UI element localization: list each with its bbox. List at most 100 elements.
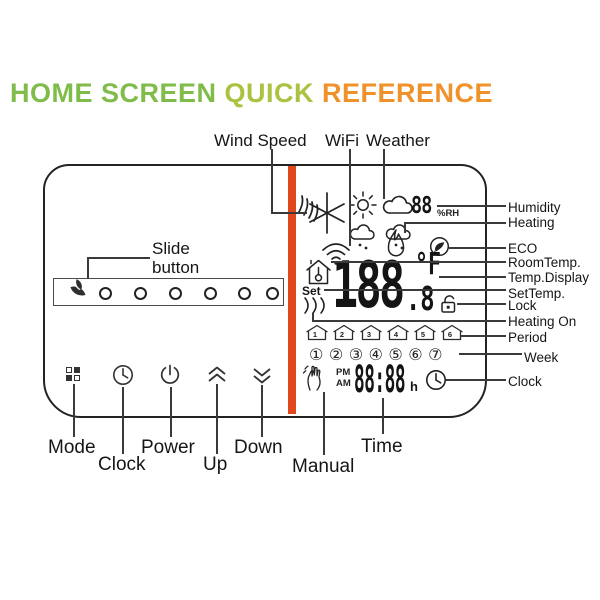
leader-line xyxy=(271,149,273,213)
display-clock-icon xyxy=(426,370,446,390)
slide-position-3[interactable] xyxy=(169,287,182,300)
leader-line xyxy=(404,222,406,233)
leader-line xyxy=(87,257,150,259)
period-label: Period xyxy=(508,330,548,345)
humidity-unit: %RH xyxy=(437,208,460,219)
eco-label: ECO xyxy=(508,241,538,256)
week-day-3: ③ xyxy=(348,347,364,364)
eco-icon xyxy=(429,236,450,257)
page-title: HOME SCREEN QUICK REFERENCE xyxy=(10,78,493,109)
period-house-2: 2 xyxy=(332,324,355,341)
down-button[interactable] xyxy=(252,367,272,384)
power-button[interactable] xyxy=(159,364,181,386)
temperature-value: 188 xyxy=(332,249,405,323)
leader-line xyxy=(383,149,385,199)
slide-button-label: Slide button xyxy=(152,239,200,277)
heating-flame-icon xyxy=(387,229,405,257)
leader-line xyxy=(73,384,75,437)
temperature-decimal: .8 xyxy=(406,279,435,318)
period-house-3: 3 xyxy=(359,324,382,341)
power-label: Power xyxy=(141,437,195,458)
slide-position-5[interactable] xyxy=(238,287,251,300)
humidity-value: 88 xyxy=(411,193,432,219)
time-value: 88:88 xyxy=(354,358,406,401)
period-house-1: 1 xyxy=(305,324,328,341)
period-number: 6 xyxy=(447,329,453,339)
room-temp-icon xyxy=(306,259,331,285)
temperature-unit: °F xyxy=(415,247,442,282)
slide-position-6[interactable] xyxy=(266,287,279,300)
week-day-7: ⑦ xyxy=(428,347,443,364)
slide-button-strip[interactable] xyxy=(53,278,284,306)
week-row: ① ② ③ ④ ⑤ ⑥ ⑦ xyxy=(309,345,442,365)
up-label: Up xyxy=(203,454,228,475)
leader-line xyxy=(404,222,506,224)
leader-line xyxy=(349,149,351,246)
leader-line xyxy=(461,335,506,337)
period-number: 3 xyxy=(366,329,372,339)
clock-label: Clock xyxy=(508,374,542,389)
leader-line xyxy=(312,320,506,322)
leader-line xyxy=(216,384,218,454)
thermostat-body xyxy=(43,164,487,418)
period-house-5: 5 xyxy=(413,324,436,341)
weather-label: Weather xyxy=(366,131,430,150)
title-green: HOME SCREEN xyxy=(10,78,225,108)
leader-line xyxy=(323,392,325,455)
wifi-label: WiFi xyxy=(325,131,359,150)
period-number: 4 xyxy=(393,329,399,339)
leader-line xyxy=(331,261,506,263)
week-day-4: ④ xyxy=(368,347,383,364)
cloud-icon xyxy=(382,195,413,214)
leader-line xyxy=(439,276,506,278)
heating-on-label: Heating On xyxy=(508,314,577,329)
title-orange: REFERENCE xyxy=(322,78,494,108)
manual-hand-icon xyxy=(302,365,321,391)
period-number: 1 xyxy=(312,329,318,339)
time-label: Time xyxy=(361,436,403,457)
leader-line xyxy=(271,212,307,214)
leader-line xyxy=(170,387,172,437)
humidity-label: Humidity xyxy=(508,200,561,215)
period-number: 2 xyxy=(339,329,345,339)
leader-line xyxy=(87,257,89,279)
room-temp-label: RoomTemp. xyxy=(508,255,581,270)
mode-label: Mode xyxy=(48,437,96,458)
up-button[interactable] xyxy=(207,366,227,383)
leader-line xyxy=(324,289,506,291)
meridiem-am: AM xyxy=(336,378,351,389)
week-day-1: ① xyxy=(309,347,324,364)
lock-label: Lock xyxy=(508,298,537,313)
down-label: Down xyxy=(234,437,283,458)
manual-label: Manual xyxy=(292,456,355,477)
week-day-2: ② xyxy=(328,347,344,364)
leader-line xyxy=(312,313,314,321)
leader-line xyxy=(261,385,263,437)
leader-line xyxy=(122,387,124,454)
temp-display-label: Temp.Display xyxy=(508,270,590,285)
title-yellowgreen: QUICK xyxy=(224,78,323,108)
period-house-6: 6 xyxy=(440,324,463,341)
leader-line xyxy=(437,205,506,207)
mode-button[interactable] xyxy=(66,367,82,383)
clock-button-label: Clock xyxy=(98,454,146,475)
period-row: 1 2 3 4 5 6 xyxy=(305,324,463,341)
slide-position-4[interactable] xyxy=(204,287,217,300)
period-number: 5 xyxy=(420,329,426,339)
leader-line xyxy=(457,303,506,305)
wind-speed-label: Wind Speed xyxy=(214,131,307,150)
slide-position-1[interactable] xyxy=(99,287,112,300)
period-house-4: 4 xyxy=(386,324,409,341)
time-suffix: h xyxy=(410,379,418,394)
leader-line xyxy=(446,379,506,381)
week-day-5: ⑤ xyxy=(388,347,403,364)
accent-bar xyxy=(288,166,296,414)
week-label: Week xyxy=(524,350,559,365)
clock-button[interactable] xyxy=(112,364,134,386)
set-temp-label: SetTemp. xyxy=(508,286,566,301)
slide-position-2[interactable] xyxy=(134,287,147,300)
set-label: Set xyxy=(302,284,321,298)
leader-line xyxy=(382,398,384,434)
week-day-6: ⑥ xyxy=(408,347,423,364)
lock-icon xyxy=(441,295,456,313)
